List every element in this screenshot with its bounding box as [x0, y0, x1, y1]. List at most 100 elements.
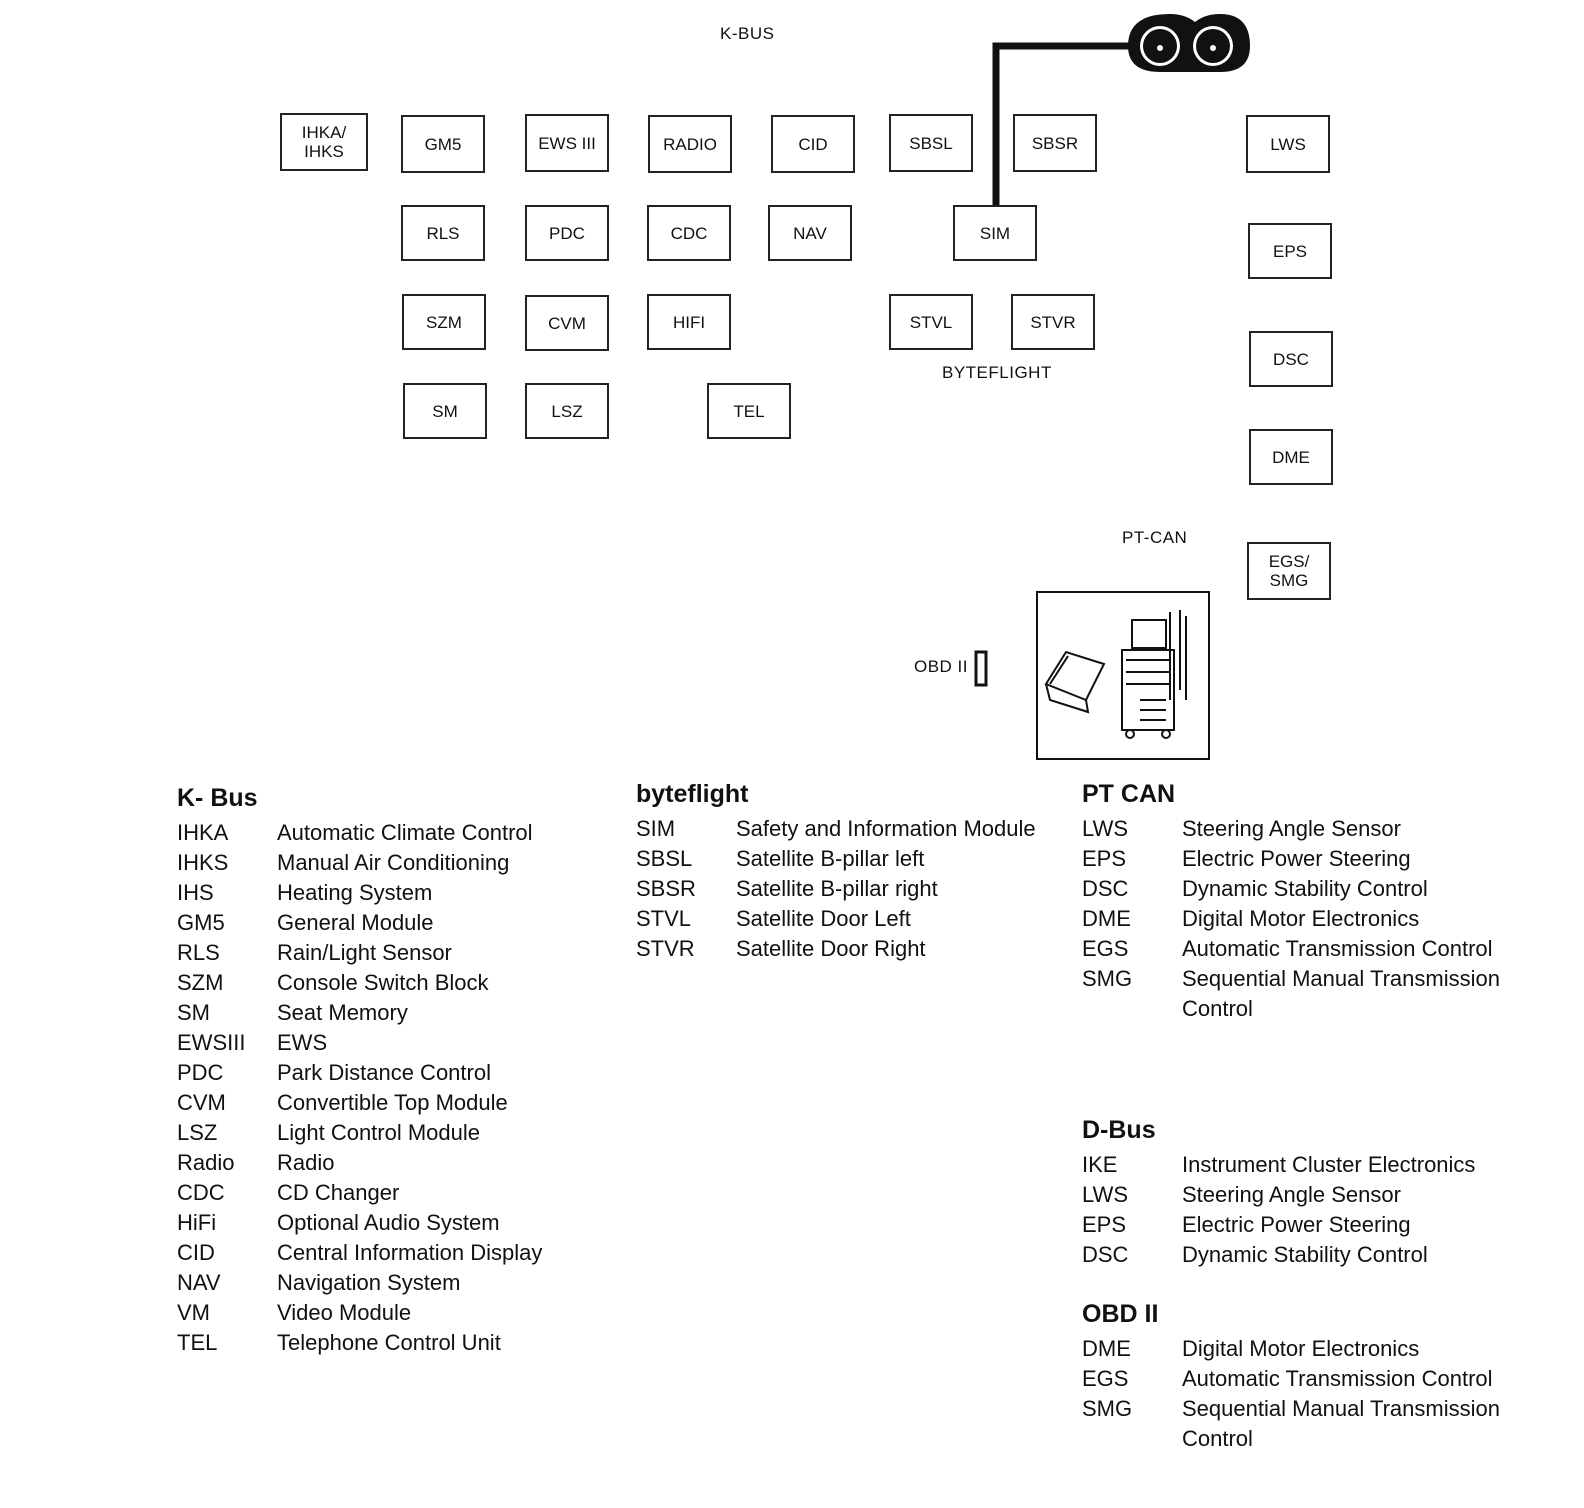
legend-desc: Central Information Display	[277, 1240, 543, 1265]
legend-abbr: SMG	[1082, 1396, 1133, 1421]
legend-row: SM Seat Memory	[177, 998, 637, 1028]
legend-dbus-title: D-Bus	[1082, 1116, 1156, 1144]
legend-abbr: STVL	[636, 906, 692, 931]
module-egs: EGS/ SMG	[1247, 542, 1331, 600]
legend-abbr: GM5	[177, 910, 225, 935]
legend-abbr: EGS	[1082, 1366, 1129, 1391]
legend-abbr: TEL	[177, 1330, 218, 1355]
legend-abbr: STVR	[636, 936, 695, 961]
diagnostic-tester-icon	[1036, 591, 1210, 760]
legend-desc: Heating System	[277, 880, 433, 905]
module-stvl: STVL	[889, 294, 973, 350]
legend-abbr: SMG	[1082, 966, 1133, 991]
legend-desc: Optional Audio System	[277, 1210, 500, 1235]
legend-abbr: SIM	[636, 816, 676, 841]
legend-abbr: CDC	[177, 1180, 225, 1205]
legend-desc: Satellite B-pillar right	[736, 876, 938, 901]
ptcan-label: PT-CAN	[1122, 528, 1188, 547]
legend-desc: Convertible Top Module	[277, 1090, 508, 1115]
legend-row: STVL Satellite Door Left	[636, 904, 1096, 934]
module-ews: EWS III	[525, 114, 609, 172]
legend-desc: Satellite B-pillar left	[736, 846, 925, 871]
module-tel: TEL	[707, 383, 791, 439]
legend-desc: Digital Motor Electronics	[1182, 1336, 1420, 1361]
legend-abbr: IHS	[177, 880, 214, 905]
legend-abbr: DME	[1082, 1336, 1131, 1361]
module-dme: DME	[1249, 429, 1333, 485]
legend-desc: Navigation System	[277, 1270, 461, 1295]
obd-port-icon	[974, 650, 988, 687]
legend-row: LWS Steering Angle Sensor	[1082, 1180, 1542, 1210]
legend-row: EPS Electric Power Steering	[1082, 1210, 1542, 1240]
legend-desc: Electric Power Steering	[1182, 1212, 1411, 1237]
legend-abbr: LWS	[1082, 816, 1129, 841]
legend-kbus-title: K- Bus	[177, 784, 258, 812]
legend-abbr: EPS	[1082, 1212, 1127, 1237]
legend-row: SIM Safety and Information Module	[636, 814, 1096, 844]
legend-row: CDC CD Changer	[177, 1178, 637, 1208]
legend-abbr: DME	[1082, 906, 1131, 931]
legend-abbr: IKE	[1082, 1152, 1118, 1177]
legend-abbr: NAV	[177, 1270, 221, 1295]
module-pdc: PDC	[525, 205, 609, 261]
legend-abbr: SM	[177, 1000, 210, 1025]
module-szm: SZM	[402, 294, 486, 350]
legend-desc: Satellite Door Right	[736, 936, 926, 961]
legend-desc: Light Control Module	[277, 1120, 481, 1145]
module-gm5: GM5	[401, 115, 485, 173]
legend-row: NAV Navigation System	[177, 1268, 637, 1298]
legend-desc: Satellite Door Left	[736, 906, 911, 931]
legend-abbr: IHKA	[177, 820, 229, 845]
legend-abbr: HiFi	[177, 1210, 217, 1235]
byteflight-label: BYTEFLIGHT	[942, 363, 1052, 382]
legend-abbr: EPS	[1082, 846, 1127, 871]
legend-desc: Seat Memory	[277, 1000, 408, 1025]
module-stvr: STVR	[1011, 294, 1095, 350]
legend-desc: Dynamic Stability Control	[1182, 876, 1428, 901]
legend-abbr: IHKS	[177, 850, 229, 875]
legend-ptcan-title: PT CAN	[1082, 780, 1176, 808]
legend-desc: EWS	[277, 1030, 328, 1055]
legend-row: DME Digital Motor Electronics	[1082, 1334, 1542, 1364]
module-sbsr: SBSR	[1013, 114, 1097, 172]
legend-row: STVR Satellite Door Right	[636, 934, 1096, 964]
kbus-label: K-BUS	[720, 24, 775, 43]
legend-desc: Radio	[277, 1150, 335, 1175]
module-lsz: LSZ	[525, 383, 609, 439]
module-cid: CID	[771, 115, 855, 173]
legend-row: HiFi Optional Audio System	[177, 1208, 637, 1238]
legend-abbr: VM	[177, 1300, 210, 1325]
legend-abbr: LWS	[1082, 1182, 1129, 1207]
legend-desc: Steering Angle Sensor	[1182, 1182, 1401, 1207]
legend-abbr: DSC	[1082, 1242, 1129, 1267]
module-lws: LWS	[1246, 115, 1330, 173]
module-radio: RADIO	[648, 115, 732, 173]
legend-desc: CD Changer	[277, 1180, 400, 1205]
legend-abbr: EGS	[1082, 936, 1129, 961]
module-hifi: HIFI	[647, 294, 731, 350]
legend-abbr: SBSR	[636, 876, 696, 901]
legend-desc: Safety and Information Module	[736, 816, 1036, 841]
legend-desc: Automatic Transmission Control	[1182, 936, 1493, 961]
module-dsc: DSC	[1249, 331, 1333, 387]
module-eps: EPS	[1248, 223, 1332, 279]
